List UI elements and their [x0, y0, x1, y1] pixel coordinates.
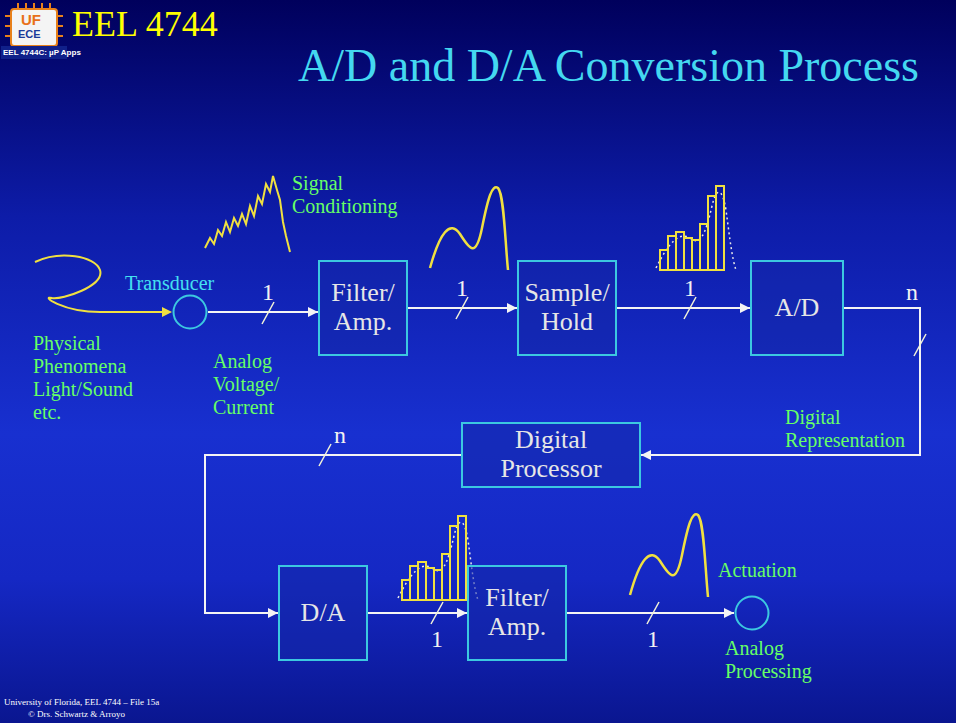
sample-bar: [684, 238, 692, 270]
signal-note: Digital Representation: [785, 406, 925, 452]
node-label: Sample/ Hold: [524, 279, 609, 336]
sample-bar: [668, 236, 676, 270]
node-label: D/A: [301, 599, 346, 628]
bus-slash: [262, 302, 274, 324]
logo-caption: EEL 4744C: µP Apps: [3, 48, 81, 57]
logo-text: UF: [21, 11, 41, 28]
signal-wire: [368, 612, 467, 614]
sample-bar: [692, 240, 700, 270]
transducer-circle: Transducer: [172, 294, 208, 330]
dac-box: D/A: [278, 565, 368, 661]
output-wave: [630, 514, 708, 597]
node-label: Filter/ Amp.: [475, 584, 559, 641]
bus-slash: [684, 297, 696, 319]
signal-wire: [617, 307, 750, 309]
node-label: Digital Processor: [469, 426, 633, 483]
bus-width: n: [906, 280, 918, 304]
processor-box: Digital Processor: [461, 422, 641, 488]
sample-bar: [700, 224, 708, 270]
reconstructed-steps: [398, 516, 478, 600]
footer-text: University of Florida, EEL 4744 – File 1…: [4, 697, 159, 707]
adc-box: A/D: [750, 260, 844, 356]
signal-note: Analog Voltage/ Current: [213, 350, 295, 419]
circle-outline: [734, 595, 770, 631]
sample-bar: [676, 232, 684, 270]
sample-bar: [716, 186, 724, 270]
bus-width: 1: [647, 627, 659, 651]
bus-width: 1: [684, 276, 696, 300]
bus-slash: [647, 602, 659, 624]
sample-bars: [660, 186, 724, 270]
node-label: Analog Processing: [725, 637, 820, 683]
conditioned-wave: [430, 187, 508, 270]
node-label: Filter/ Amp.: [326, 279, 400, 336]
circle-ring: [174, 296, 207, 329]
phenomenon-arrowhead: [162, 307, 172, 317]
sample-bar: [708, 196, 716, 270]
sample-hold-box: Sample/ Hold: [517, 260, 617, 356]
slide-title: A/D and D/A Conversion Process: [298, 40, 919, 93]
bus-width: 1: [262, 280, 274, 304]
filter-amp-box: Filter/ Amp.: [318, 260, 408, 356]
bus-slash: [319, 444, 331, 466]
input-note: Physical Phenomena Light/Sound etc.: [33, 332, 141, 424]
circle-ring: [736, 597, 769, 630]
circle-outline: [172, 294, 208, 330]
node-label: A/D: [775, 294, 820, 323]
bus-slash: [456, 297, 468, 319]
node-label: Transducer: [125, 272, 255, 295]
chip-body: [11, 9, 57, 46]
logo-text: ECE: [18, 28, 41, 41]
footer-text: © Drs. Schwartz & Arroyo: [28, 709, 125, 719]
bus-width: 1: [431, 627, 443, 651]
filter-amp-box: Filter/ Amp.: [467, 565, 567, 661]
sampled-wave: [656, 186, 736, 270]
sample-bar: [660, 250, 668, 270]
bus-width: n: [334, 423, 346, 447]
raw-signal-wave: [205, 176, 290, 252]
bus-slash: [431, 602, 443, 624]
stage-note: Signal Conditioning: [292, 172, 410, 218]
signal-wire: [208, 311, 318, 313]
actuation-circle: ActuationAnalog Processing: [734, 595, 770, 631]
bus-width: 1: [456, 276, 468, 300]
node-label: Actuation: [718, 559, 838, 582]
signal-wire: [567, 612, 734, 614]
course-code: EEL 4744: [72, 4, 218, 45]
bus-slash: [914, 334, 926, 356]
